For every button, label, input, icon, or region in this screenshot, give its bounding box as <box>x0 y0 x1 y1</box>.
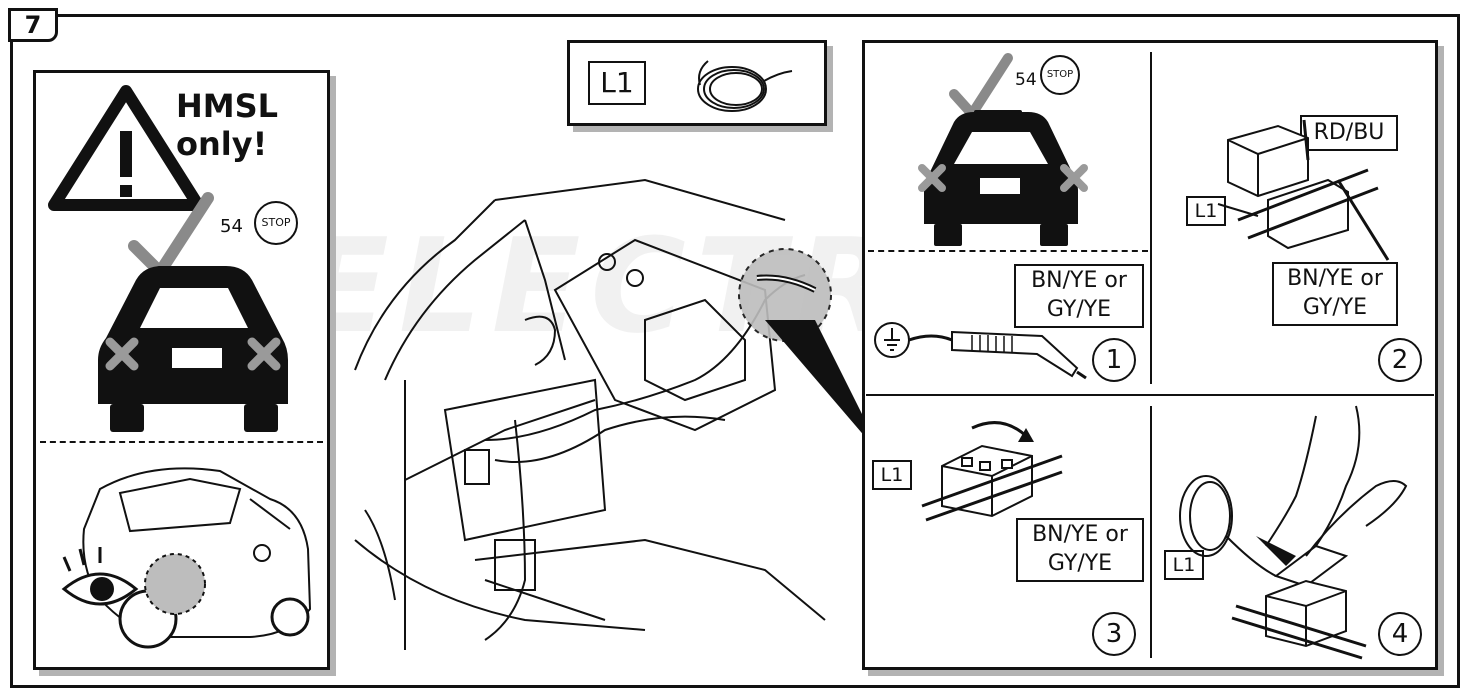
step3-number: 3 <box>1092 612 1136 656</box>
step3-part-label: L1 <box>872 460 912 490</box>
step2-wire-label-line2: GY/YE <box>1302 295 1368 320</box>
cable-coil-icon <box>697 60 793 112</box>
steps-vdivider-top <box>1150 52 1152 384</box>
step1-dashed-divider <box>868 250 1148 252</box>
car-rear-icon <box>98 192 288 432</box>
kit-part-panel: L1 <box>567 40 827 126</box>
step1-car-rear-icon <box>918 53 1088 246</box>
step2-number: 2 <box>1378 338 1422 382</box>
step3-splice-connector-icon <box>921 421 1063 522</box>
car-inspection-illustration <box>61 467 312 649</box>
step2-splice-connector-icon <box>1217 119 1390 261</box>
step4-crimp-pliers-illustration <box>1179 405 1408 660</box>
warning-text-line2: only! <box>176 125 268 163</box>
stop-badge: STOP <box>254 201 298 245</box>
step4-number: 4 <box>1378 612 1422 656</box>
step3-wire-label-line1: BN/YE or <box>1032 522 1128 547</box>
step1-circuit-number: 54 <box>1015 70 1037 90</box>
step2-part-label: L1 <box>1186 196 1226 226</box>
steps-hdivider <box>866 394 1434 396</box>
step1-stop-badge: STOP <box>1040 55 1080 95</box>
step2-wire-label: BN/YE or GY/YE <box>1272 262 1398 326</box>
steps-vdivider-bottom <box>1150 406 1152 658</box>
circuit-number: 54 <box>220 216 243 237</box>
ground-test-probe-icon <box>874 322 1087 380</box>
step3-wire-label-line2: GY/YE <box>1047 551 1113 576</box>
step4-part-label: L1 <box>1164 550 1204 580</box>
step-number: 7 <box>8 8 58 42</box>
step1-wire-label-line2: GY/YE <box>1046 297 1112 322</box>
step2-wire-top-label: RD/BU <box>1300 115 1398 151</box>
warning-panel: HMSL only! 54 STOP <box>33 70 330 670</box>
kit-part-label: L1 <box>588 61 646 105</box>
step-frame <box>10 14 1460 688</box>
divider <box>40 441 323 443</box>
trunk-interior-illustration <box>354 178 885 650</box>
warning-text-line1: HMSL <box>176 87 279 125</box>
step1-number: 1 <box>1092 338 1136 382</box>
step2-wire-label-line1: BN/YE or <box>1287 266 1383 291</box>
step3-wire-label: BN/YE or GY/YE <box>1016 518 1144 582</box>
step1-wire-label-line1: BN/YE or <box>1031 268 1127 293</box>
step1-wire-label: BN/YE or GY/YE <box>1014 264 1144 328</box>
warning-triangle-icon <box>48 85 204 211</box>
